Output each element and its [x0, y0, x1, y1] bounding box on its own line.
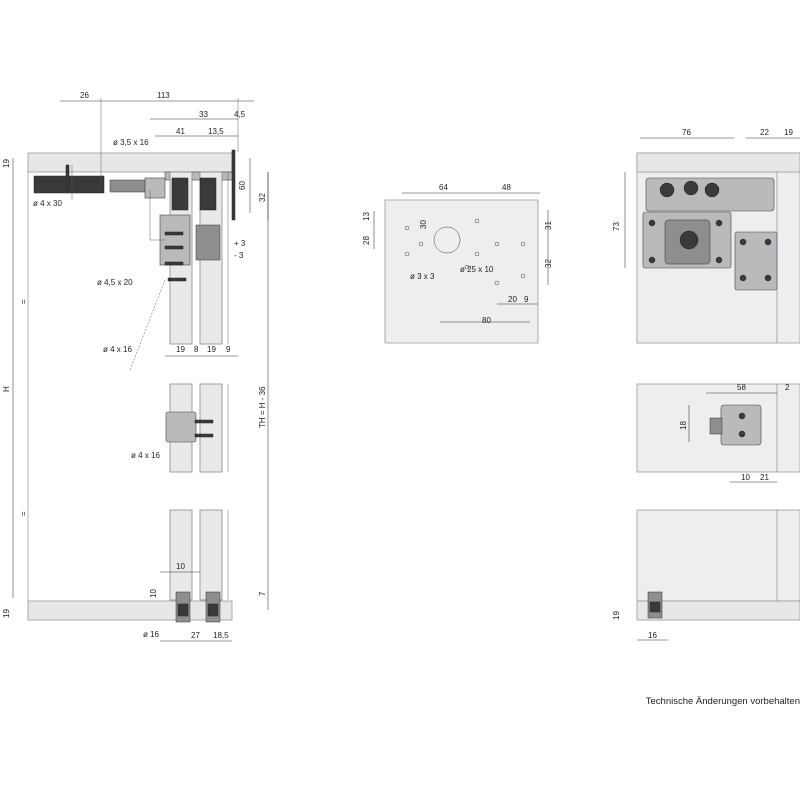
dim-18: 18 — [679, 421, 688, 430]
dim-19-bottom: 19 — [2, 609, 11, 618]
equal-upper: = — [19, 299, 28, 304]
label-dia-16: ø 16 — [143, 630, 160, 639]
screw-holes — [404, 218, 526, 286]
bottom-panel — [27, 600, 233, 621]
dim-19-elev-bottom: 19 — [612, 611, 621, 620]
middle-stopper — [165, 411, 214, 443]
top-carriage — [33, 165, 221, 266]
dim-minus-3: - 3 — [234, 251, 244, 260]
dim-20: 20 — [508, 295, 517, 304]
elevation-guide — [647, 591, 663, 619]
elevation-lower-panel — [636, 509, 800, 602]
template-panel — [384, 199, 539, 344]
dim-h: H — [2, 386, 11, 392]
dim-7: 7 — [258, 591, 267, 596]
dim-30: 30 — [419, 220, 428, 229]
technical-changes-note: Technische Änderungen vorbehalten — [645, 696, 800, 707]
dim-10-a: 10 — [176, 562, 185, 571]
label-bore-25x10: ø 25 x 10 — [460, 265, 494, 274]
label-screw-4x16-b: ø 4 x 16 — [131, 451, 160, 460]
bottom-guides — [175, 591, 221, 623]
dim-plus-3: + 3 — [234, 239, 246, 248]
drilling-template: 64 48 13 28 30 31 32 ø 25 x 10 ø 3 x 3 2… — [362, 183, 553, 344]
label-screw-4x16-a: ø 4 x 16 — [103, 345, 132, 354]
label-screw-4x30: ø 4 x 30 — [33, 199, 62, 208]
large-bore — [433, 226, 461, 254]
dim-73: 73 — [612, 222, 621, 231]
dim-32-template: 32 — [544, 259, 553, 268]
dim-26: 26 — [80, 91, 89, 100]
dim-28: 28 — [362, 236, 371, 245]
screws-top — [65, 164, 187, 282]
dim-19-top: 19 — [2, 159, 11, 168]
dim-41: 41 — [176, 127, 185, 136]
dim-32: 32 — [258, 193, 267, 202]
dim-21: 21 — [760, 473, 769, 482]
elevation-view: 76 22 19 73 18 19 58 2 10 21 16 — [612, 128, 800, 641]
track-cover — [231, 149, 236, 221]
dim-13: 13 — [362, 212, 371, 221]
elevation-stopper — [709, 404, 762, 446]
label-screw-4-5x20: ø 4,5 x 20 — [97, 278, 133, 287]
top-panel — [27, 152, 233, 173]
dim-9: 9 — [226, 345, 231, 354]
dim-9-template: 9 — [524, 295, 529, 304]
elevation-carriage — [642, 177, 778, 291]
label-hole-3x3: ø 3 x 3 — [410, 272, 435, 281]
dim-10-elev: 10 — [741, 473, 750, 482]
section-dimensions — [12, 98, 269, 642]
dim-31: 31 — [544, 221, 553, 230]
dim-8: 8 — [194, 345, 199, 354]
dim-80: 80 — [482, 316, 491, 325]
dim-60: 60 — [238, 181, 247, 190]
dim-19-b: 19 — [207, 345, 216, 354]
dim-19-a: 19 — [176, 345, 185, 354]
dim-76: 76 — [682, 128, 691, 137]
dim-58: 58 — [737, 383, 746, 392]
dim-113: 113 — [157, 91, 170, 100]
dim-27: 27 — [191, 631, 200, 640]
dim-10-b: 10 — [149, 589, 158, 598]
dim-33: 33 — [199, 110, 208, 119]
dim-22: 22 — [760, 128, 769, 137]
dim-th: TH = H - 36 — [258, 386, 267, 428]
equal-lower: = — [19, 511, 28, 516]
dim-16: 16 — [648, 631, 657, 640]
dim-19-elev: 19 — [784, 128, 793, 137]
label-screw-3-5x16: ø 3,5 x 16 — [113, 138, 149, 147]
dim-18-5: 18,5 — [213, 631, 229, 640]
dim-2: 2 — [785, 383, 790, 392]
dim-64: 64 — [439, 183, 448, 192]
dim-48: 48 — [502, 183, 511, 192]
dim-4-5: 4,5 — [234, 110, 246, 119]
dim-13-5: 13,5 — [208, 127, 224, 136]
section-view: 26 113 33 4,5 41 13,5 ø 3,5 x 16 ø 4 x 3… — [2, 91, 269, 642]
